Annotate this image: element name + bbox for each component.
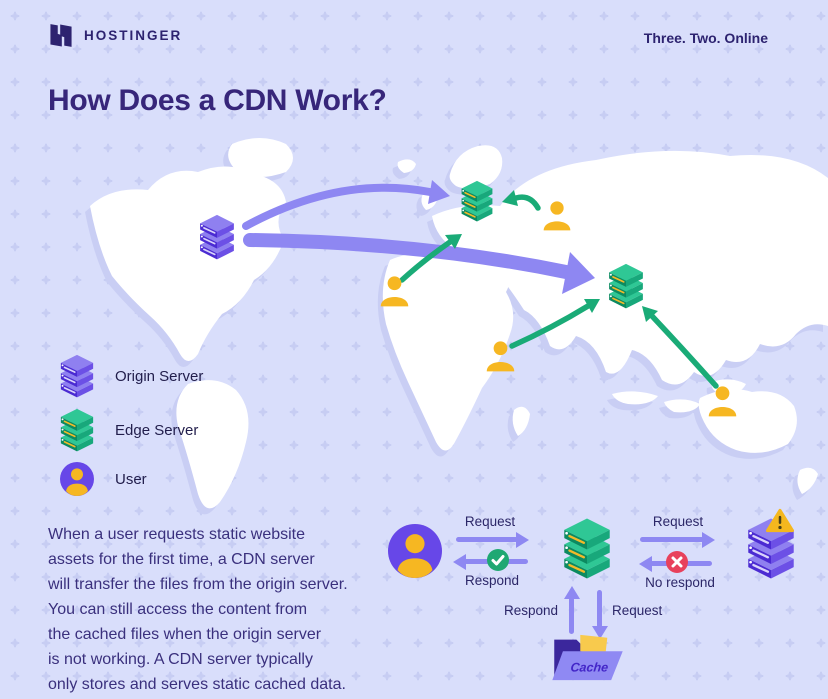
edge-server-icon — [55, 408, 99, 453]
arrow-origin-to-asia — [243, 233, 573, 279]
legend-label-edge: Edge Server — [115, 422, 199, 439]
continent-greenland — [228, 138, 293, 177]
label-norespond: No respond — [645, 575, 715, 590]
cross-circle-icon — [666, 551, 688, 573]
label-respond-edge-user: Respond — [464, 573, 520, 588]
legend-item-user: User — [55, 462, 203, 496]
cache-folder-icon: Cache — [552, 634, 623, 681]
legend-label-user: User — [115, 470, 147, 488]
continent-scandinavia — [449, 145, 503, 189]
brand-name: HOSTINGER — [84, 28, 183, 43]
description-text: When a user requests static website asse… — [48, 526, 348, 693]
arrow-request-edge-to-cache — [591, 590, 608, 639]
island-madagascar — [512, 406, 530, 436]
continents — [90, 138, 828, 509]
arrow-respond-cache-to-edge — [563, 586, 580, 634]
continent-south-america — [176, 380, 249, 509]
island-indonesia-2 — [664, 399, 700, 413]
flow-edge-server-icon — [556, 517, 618, 581]
origin-server-icon — [55, 354, 99, 399]
label-request-edge-origin: Request — [652, 514, 704, 529]
arrow-request-user-to-edge — [456, 531, 529, 548]
header: HOSTINGER — [48, 22, 182, 49]
hostinger-logo-icon — [50, 24, 72, 47]
arrow-request-edge-to-origin — [640, 531, 715, 548]
legend-item-edge-server: Edge Server — [55, 408, 203, 453]
continent-north-america — [90, 166, 286, 361]
island-indonesia-1 — [612, 391, 658, 405]
warning-triangle-icon — [766, 508, 794, 533]
label-request-cache: Request — [612, 603, 663, 618]
world-map — [90, 138, 828, 509]
label-respond-cache: Respond — [503, 603, 558, 618]
legend-item-origin-server: Origin Server — [55, 354, 203, 399]
island-japan — [790, 269, 808, 302]
header-tagline: Three. Two. Online — [643, 30, 768, 46]
map-arrows — [242, 180, 719, 389]
page-title: How Does a CDN Work? — [48, 84, 387, 117]
arrow-user-nafrica-to-europe — [399, 239, 453, 283]
arrow-user-russia-to-europe — [513, 194, 541, 211]
continent-australia — [698, 389, 797, 453]
legend-label-origin: Origin Server — [115, 368, 204, 385]
check-circle-icon — [487, 549, 509, 571]
user-avatar-icon — [60, 462, 94, 496]
arrow-user-australia-to-asia — [649, 313, 719, 389]
arrow-user-eafrica-to-asia — [509, 303, 591, 349]
arrow-origin-to-europe — [242, 183, 434, 230]
island-iceland — [397, 159, 416, 173]
continent-africa — [382, 252, 514, 451]
label-request-user-edge: Request — [464, 514, 516, 529]
cache-folder-label: Cache — [570, 660, 609, 674]
island-new-zealand — [797, 467, 818, 494]
legend: Origin Server Edge Server User — [55, 354, 203, 496]
